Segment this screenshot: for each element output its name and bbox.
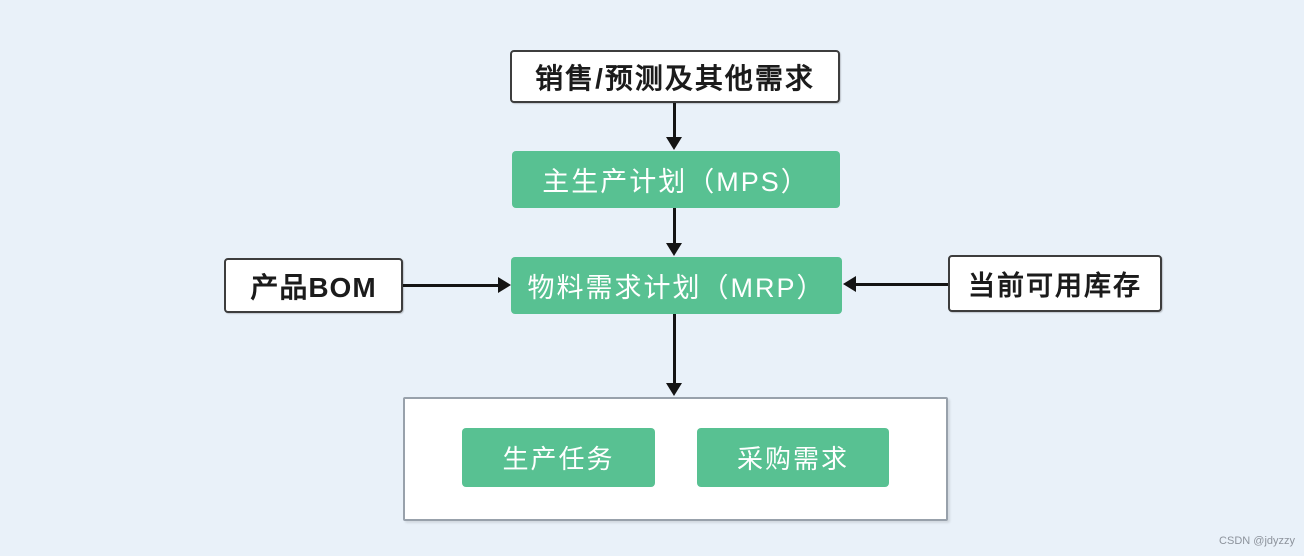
node-production-task: 生产任务	[462, 428, 655, 487]
node-available-inventory-label: 当前可用库存	[968, 271, 1142, 301]
node-mps: 主生产计划（MPS）	[512, 151, 840, 208]
node-product-bom: 产品BOM	[224, 258, 403, 313]
node-purchase-demand: 采购需求	[697, 428, 889, 487]
node-purchase-demand-label: 采购需求	[736, 444, 849, 474]
arrow-line	[673, 208, 676, 244]
node-production-task-label: 生产任务	[502, 444, 615, 474]
arrow-line	[673, 314, 676, 384]
node-mrp: 物料需求计划（MRP）	[511, 257, 842, 314]
node-product-bom-label: 产品BOM	[250, 271, 377, 303]
node-mps-label: 主生产计划（MPS）	[542, 167, 810, 197]
arrow-head-down-icon	[666, 243, 682, 256]
arrow-head-right-icon	[498, 277, 511, 293]
arrow-line	[403, 284, 499, 287]
node-mrp-label: 物料需求计划（MRP）	[527, 273, 826, 303]
node-sales-forecast-demand-label: 销售/预测及其他需求	[535, 62, 815, 94]
watermark: CSDN @jdyzzy	[1219, 535, 1295, 547]
arrow-line	[855, 283, 948, 286]
node-sales-forecast-demand: 销售/预测及其他需求	[510, 50, 840, 103]
arrow-head-down-icon	[666, 383, 682, 396]
arrow-head-left-icon	[843, 276, 856, 292]
arrow-line	[673, 103, 676, 138]
node-available-inventory: 当前可用库存	[948, 255, 1162, 312]
arrow-head-down-icon	[666, 137, 682, 150]
